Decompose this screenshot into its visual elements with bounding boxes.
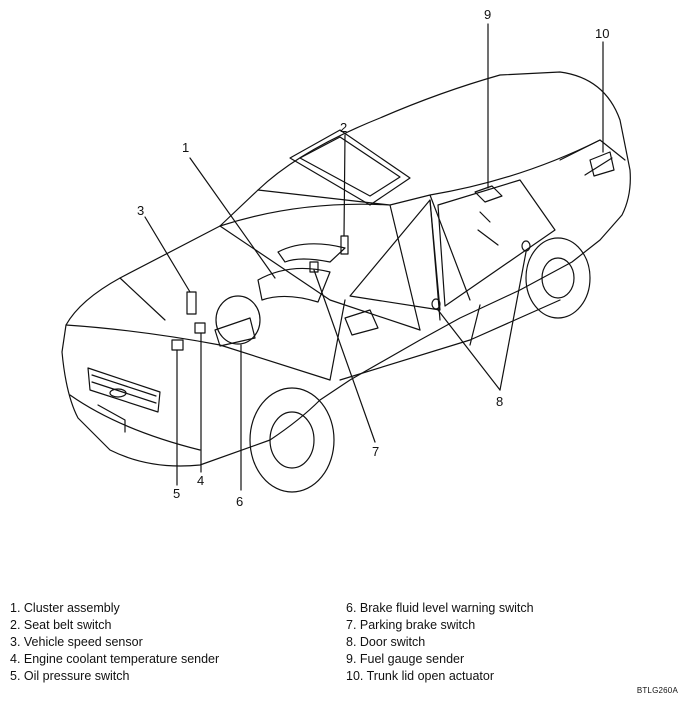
callout-4: 4 — [197, 473, 204, 488]
legend-item: 9. Fuel gauge sender — [346, 652, 465, 666]
callout-labels: 1 2 3 4 5 6 7 8 9 10 — [137, 7, 609, 509]
callout-8: 8 — [496, 394, 503, 409]
legend-item: 6. Brake fluid level warning switch — [346, 601, 534, 615]
windshield-edge — [219, 225, 421, 331]
dash-panel — [277, 243, 346, 263]
side-mirror — [344, 309, 379, 336]
grille — [87, 367, 161, 413]
door-switch-front — [431, 298, 441, 310]
coolant-sender — [194, 322, 206, 334]
legend-item: 8. Door switch — [346, 635, 426, 649]
badge — [109, 388, 127, 398]
legend-item: 1. Cluster assembly — [10, 601, 120, 615]
cluster-assembly — [257, 267, 331, 303]
side-windows — [349, 179, 556, 311]
figure-code: BTLG260A — [636, 686, 678, 695]
trunk-actuator — [589, 151, 615, 177]
hood-outline — [65, 277, 331, 381]
leader-8a — [437, 309, 501, 391]
parking-brake-switch — [309, 261, 319, 273]
legend-item: 7. Parking brake switch — [346, 618, 476, 632]
legend-item: 5. Oil pressure switch — [10, 669, 130, 683]
rear-wheel — [525, 237, 591, 319]
door-lines — [329, 199, 561, 381]
legend-item: 2. Seat belt switch — [10, 618, 112, 632]
leader-7 — [313, 269, 376, 443]
roof-outline — [219, 139, 601, 331]
legend-item: 10. Trunk lid open actuator — [346, 669, 495, 683]
leader-2 — [343, 134, 346, 237]
legend-item: 3. Vehicle speed sensor — [10, 635, 143, 649]
leader-1 — [189, 157, 276, 279]
door-switch-rear — [521, 240, 531, 252]
callout-6: 6 — [236, 494, 243, 509]
callout-7: 7 — [372, 444, 379, 459]
leader-3 — [144, 216, 191, 293]
master-cylinder — [214, 317, 256, 347]
brake-fluid-reservoir — [215, 295, 261, 345]
fuel-gauge-sender — [474, 185, 503, 246]
callout-1: 1 — [182, 140, 189, 155]
leader-8b — [499, 251, 527, 391]
front-wheel — [249, 387, 335, 493]
callout-3: 3 — [137, 203, 144, 218]
trunk-outline — [559, 139, 626, 176]
callout-9: 9 — [484, 7, 491, 22]
legend-item: 4. Engine coolant temperature sender — [10, 652, 220, 666]
legend-left: 1. Cluster assembly 2. Seat belt switch … — [10, 600, 219, 685]
callout-5: 5 — [173, 486, 180, 501]
front-bumper — [69, 394, 201, 451]
rear-wheel-hub — [541, 257, 575, 299]
front-wheel-hub — [269, 411, 315, 469]
legend-right: 6. Brake fluid level warning switch 7. P… — [346, 600, 534, 685]
oil-pressure-switch — [171, 339, 184, 351]
callout-2: 2 — [340, 120, 347, 135]
callout-10: 10 — [595, 26, 609, 41]
speed-sensor — [186, 291, 197, 315]
car-body-outline — [61, 71, 631, 467]
sunroof — [289, 129, 411, 206]
car-diagram: 1 2 3 4 5 6 7 8 9 10 — [61, 7, 631, 509]
